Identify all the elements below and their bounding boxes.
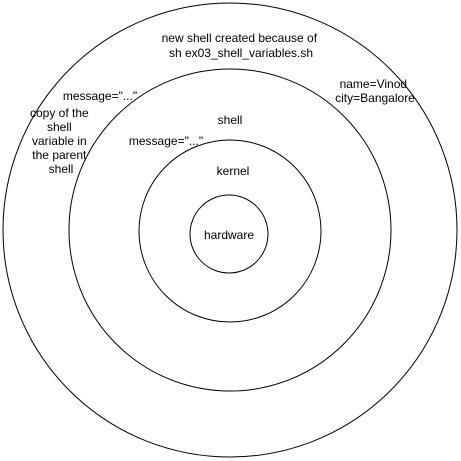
env-variable-city: city=Bangalore xyxy=(335,91,415,105)
hardware-ring xyxy=(189,194,269,274)
copy-note-line-5: shell xyxy=(49,162,74,176)
env-variable-name: name=Vinod xyxy=(340,77,408,91)
kernel-ring xyxy=(138,139,322,323)
copy-note: copy of the shell variable in the parent… xyxy=(30,106,92,176)
new-shell-label-line-1: new shell created because of xyxy=(162,31,318,45)
new-shell-label: new shell created because of sh ex03_she… xyxy=(162,31,321,60)
kernel-label: kernel xyxy=(217,164,250,178)
shell-label: shell xyxy=(218,113,243,127)
env-variables: name=Vinod city=Bangalore xyxy=(335,77,415,105)
shell-message-label: message="..." xyxy=(129,134,203,148)
shell-ring xyxy=(68,68,392,392)
copy-note-line-4: the parent xyxy=(32,148,87,162)
new-shell-ring xyxy=(2,2,458,458)
copy-note-line-2: shell xyxy=(47,120,72,134)
copy-note-line-1: copy of the xyxy=(30,106,89,120)
copy-note-line-3: variable in xyxy=(32,134,87,148)
new-shell-label-line-2: sh ex03_shell_variables.sh xyxy=(169,46,313,60)
hardware-label: hardware xyxy=(204,228,254,242)
outer-message-label: message="..." xyxy=(63,89,137,103)
